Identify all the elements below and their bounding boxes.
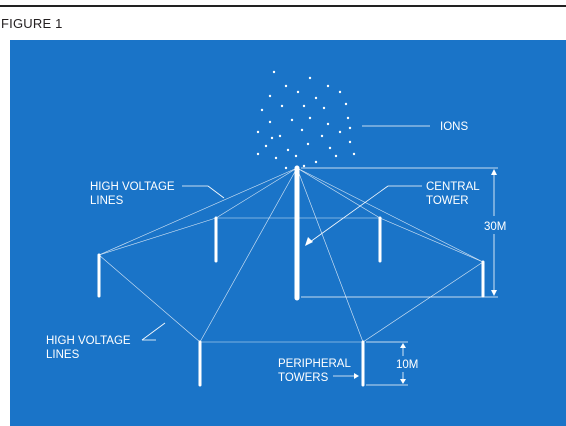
ion-dot <box>314 96 318 100</box>
ion-dot <box>296 90 300 94</box>
ion-dot <box>268 120 272 124</box>
ion-dot <box>274 156 278 160</box>
ion-dot <box>294 154 298 158</box>
hv-line-left-to-back-left <box>98 217 217 256</box>
ion-dot <box>272 70 276 74</box>
ion-dot <box>256 152 260 156</box>
ion-dot <box>338 90 342 94</box>
label-peripheral-line1: PERIPHERAL <box>278 358 351 370</box>
annotation-lines <box>141 125 498 386</box>
label-30m: 30M <box>484 221 506 233</box>
label-hv-lower-line1: HIGH VOLTAGE <box>46 335 131 347</box>
hv-line-right-to-front-right <box>362 261 484 343</box>
figure-label: FIGURE 1 <box>1 16 63 31</box>
dim-10m-arrow-top <box>400 343 406 348</box>
ion-dot <box>320 134 324 138</box>
ion-dot <box>338 130 342 134</box>
ion-dot <box>280 104 284 108</box>
hv-upper-leader-diag <box>207 185 225 199</box>
ion-dot <box>334 154 338 158</box>
ion-dot <box>344 102 348 106</box>
ion-dot <box>270 136 274 140</box>
ion-dot <box>290 118 294 122</box>
ion-dot <box>260 108 264 112</box>
ion-dot <box>286 148 290 152</box>
hv-line-central-to-front-left <box>199 167 298 343</box>
dim-30m-arrow-top <box>491 169 497 175</box>
ion-dot <box>352 152 356 156</box>
ion-dot <box>264 144 268 148</box>
diagram-background <box>10 40 566 426</box>
high-voltage-lines <box>98 167 484 343</box>
peripheral-arrowhead <box>354 373 359 379</box>
label-hv-lower-line2: LINES <box>46 349 80 361</box>
ion-dot <box>348 140 352 144</box>
central-tower-leader-diag <box>309 185 389 243</box>
ion-dot <box>306 142 310 146</box>
label-hv-upper-line1: HIGH VOLTAGE <box>90 181 175 193</box>
dim-30m-arrow-bottom <box>491 290 497 296</box>
ion-dot <box>284 84 288 88</box>
ion-dot <box>302 104 306 108</box>
ion-dot <box>322 106 326 110</box>
central-tower-arrowhead <box>305 237 313 246</box>
hv-line-right-to-back-right <box>379 217 484 263</box>
label-10m: 10M <box>396 359 418 371</box>
label-central-line1: CENTRAL <box>426 181 480 193</box>
top-rule <box>0 5 566 7</box>
ion-dot <box>328 146 332 150</box>
ion-dot <box>346 116 350 120</box>
ion-dot <box>308 116 312 120</box>
ion-dot <box>302 164 306 168</box>
dim-10m-arrow-bottom <box>400 379 406 384</box>
ion-dot <box>326 122 330 126</box>
towers <box>97 165 485 387</box>
hv-line-central-to-back-left <box>215 167 298 219</box>
ion-dot <box>308 76 312 80</box>
ion-dot <box>278 134 282 138</box>
hv-line-left-to-front-left <box>98 254 201 343</box>
hv-line-central-to-front-right <box>296 167 364 343</box>
label-ions: IONS <box>440 121 468 133</box>
hv-line-central-to-left <box>98 167 298 256</box>
arrowheads <box>305 169 497 384</box>
ion-dot <box>268 94 272 98</box>
label-peripheral-line2: TOWERS <box>278 372 329 384</box>
ion-dot <box>326 84 330 88</box>
ion-cloud <box>256 70 356 170</box>
ion-dot <box>256 130 260 134</box>
ion-dot <box>314 160 318 164</box>
ion-tower-diagram: IONS HIGH VOLTAGE LINES CENTRAL TOWER 30… <box>10 40 566 426</box>
hv-lower-leader-diag <box>141 322 166 341</box>
ion-dot <box>300 128 304 132</box>
label-hv-upper-line2: LINES <box>90 195 124 207</box>
diagram-labels: IONS HIGH VOLTAGE LINES CENTRAL TOWER 30… <box>46 121 506 384</box>
label-central-line2: TOWER <box>426 195 469 207</box>
ion-dot <box>284 166 288 170</box>
hv-line-central-to-back-right <box>296 167 381 219</box>
hv-line-central-to-right <box>296 167 484 263</box>
ion-dot <box>348 126 352 130</box>
